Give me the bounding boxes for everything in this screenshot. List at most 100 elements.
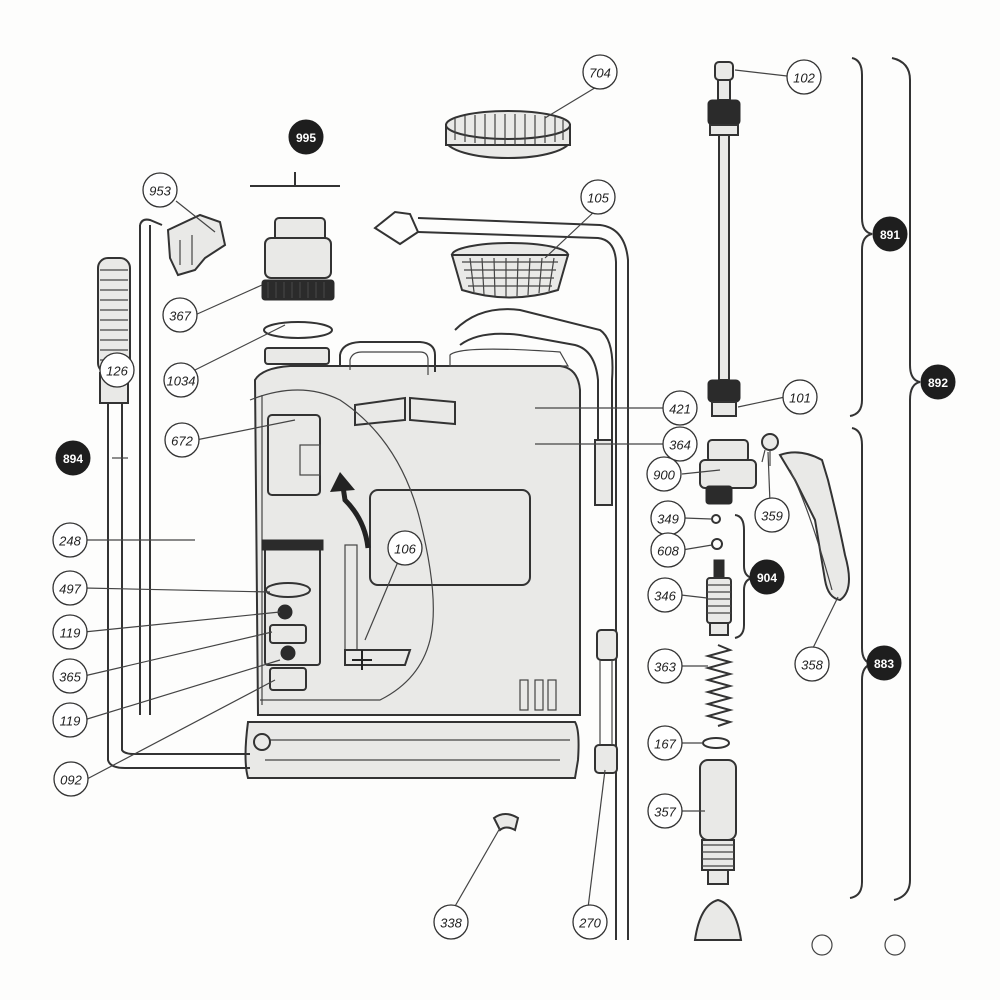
callout-label: 365	[59, 670, 81, 685]
callout-label: 608	[657, 544, 679, 559]
callout-circle	[580, 179, 616, 215]
callout-119: 119	[52, 702, 88, 738]
callout-105: 105	[580, 179, 616, 215]
callout-circle	[582, 54, 618, 90]
trigger-handle	[778, 451, 850, 602]
leader-lines	[83, 69, 839, 909]
callout-circle	[99, 352, 135, 388]
callout-label: 092	[60, 773, 82, 788]
callout-circle	[650, 532, 686, 568]
callout-248: 248	[52, 522, 88, 558]
callout-364: 364	[662, 426, 698, 462]
callout-1034: 1034	[163, 362, 199, 398]
callout-label: 338	[440, 916, 462, 931]
callout-359: 359	[754, 497, 790, 533]
callout-circle	[52, 570, 88, 606]
shutoff-valve	[699, 433, 779, 505]
callout-891: 891	[872, 216, 908, 252]
callout-circle	[162, 297, 198, 333]
callout-346: 346	[647, 577, 683, 613]
callout-608: 608	[650, 532, 686, 568]
agitator	[330, 472, 412, 670]
strainer-basket	[450, 242, 570, 299]
o-ring	[702, 737, 730, 749]
callout-label: 497	[59, 582, 81, 597]
callout-circle	[52, 522, 88, 558]
callout-label: 167	[654, 737, 676, 752]
callout-circle	[794, 646, 830, 682]
callout-label: 346	[654, 589, 676, 604]
callout-995: 995	[288, 119, 324, 155]
callout-126: 126	[99, 352, 135, 388]
callout-338: 338	[433, 904, 469, 940]
callout-circle	[647, 648, 683, 684]
callout-circle	[288, 119, 324, 155]
seals-group	[711, 514, 723, 550]
callout-904: 904	[749, 559, 785, 595]
hose-clip	[166, 213, 227, 277]
small-clip	[492, 813, 520, 832]
callout-363: 363	[647, 648, 683, 684]
callout-119: 119	[52, 614, 88, 650]
callout-367: 367	[162, 297, 198, 333]
callout-circle	[647, 725, 683, 761]
callout-label: 126	[106, 364, 128, 379]
callout-270: 270	[572, 904, 608, 940]
callout-circle	[749, 559, 785, 595]
callout-421: 421	[662, 390, 698, 426]
callout-label: 359	[761, 509, 783, 524]
pump-chamber	[261, 217, 335, 691]
spray-hose	[373, 210, 629, 940]
callout-label: 892	[928, 376, 948, 390]
callout-label: 102	[793, 71, 815, 86]
callout-label: 358	[801, 658, 823, 673]
callout-894: 894	[55, 440, 91, 476]
callout-102: 102	[786, 59, 822, 95]
callout-label: 995	[296, 131, 316, 145]
callout-circle	[647, 793, 683, 829]
spray-lance	[707, 61, 741, 417]
callout-circle	[52, 658, 88, 694]
callout-circle	[662, 426, 698, 462]
callout-circle	[142, 172, 178, 208]
callout-circle	[782, 379, 818, 415]
callout-497: 497	[52, 570, 88, 606]
callout-circle	[920, 364, 956, 400]
callout-label: 367	[169, 309, 191, 324]
callout-672: 672	[164, 422, 200, 458]
callout-circle	[433, 904, 469, 940]
callout-365: 365	[52, 658, 88, 694]
callout-circle	[872, 216, 908, 252]
callout-circle	[754, 497, 790, 533]
callout-circle	[163, 362, 199, 398]
callout-label: 349	[657, 512, 679, 527]
callout-label: 105	[587, 191, 609, 206]
callout-167: 167	[647, 725, 683, 761]
callout-892: 892	[920, 364, 956, 400]
callout-label: 900	[653, 468, 675, 483]
callout-label: 248	[58, 534, 81, 549]
callout-label: 119	[60, 714, 81, 729]
callout-label: 953	[149, 184, 171, 199]
callout-label: 119	[60, 626, 81, 641]
callout-label: 894	[63, 452, 83, 466]
callout-106: 106	[387, 530, 423, 566]
callout-circle	[53, 761, 89, 797]
spring	[704, 644, 734, 727]
callout-label: 357	[654, 805, 676, 820]
base-frame	[244, 679, 580, 779]
callout-349: 349	[650, 500, 686, 536]
callout-900: 900	[646, 456, 682, 492]
callout-358: 358	[794, 646, 830, 682]
callout-circle	[662, 390, 698, 426]
shoulder-strap	[449, 308, 614, 506]
callout-704: 704	[582, 54, 618, 90]
callout-circle	[866, 645, 902, 681]
callout-label: 364	[669, 438, 691, 453]
callout-label: 904	[757, 571, 777, 585]
callout-label: 1034	[167, 374, 196, 389]
extension-tube	[693, 759, 906, 956]
callout-circle	[164, 422, 200, 458]
